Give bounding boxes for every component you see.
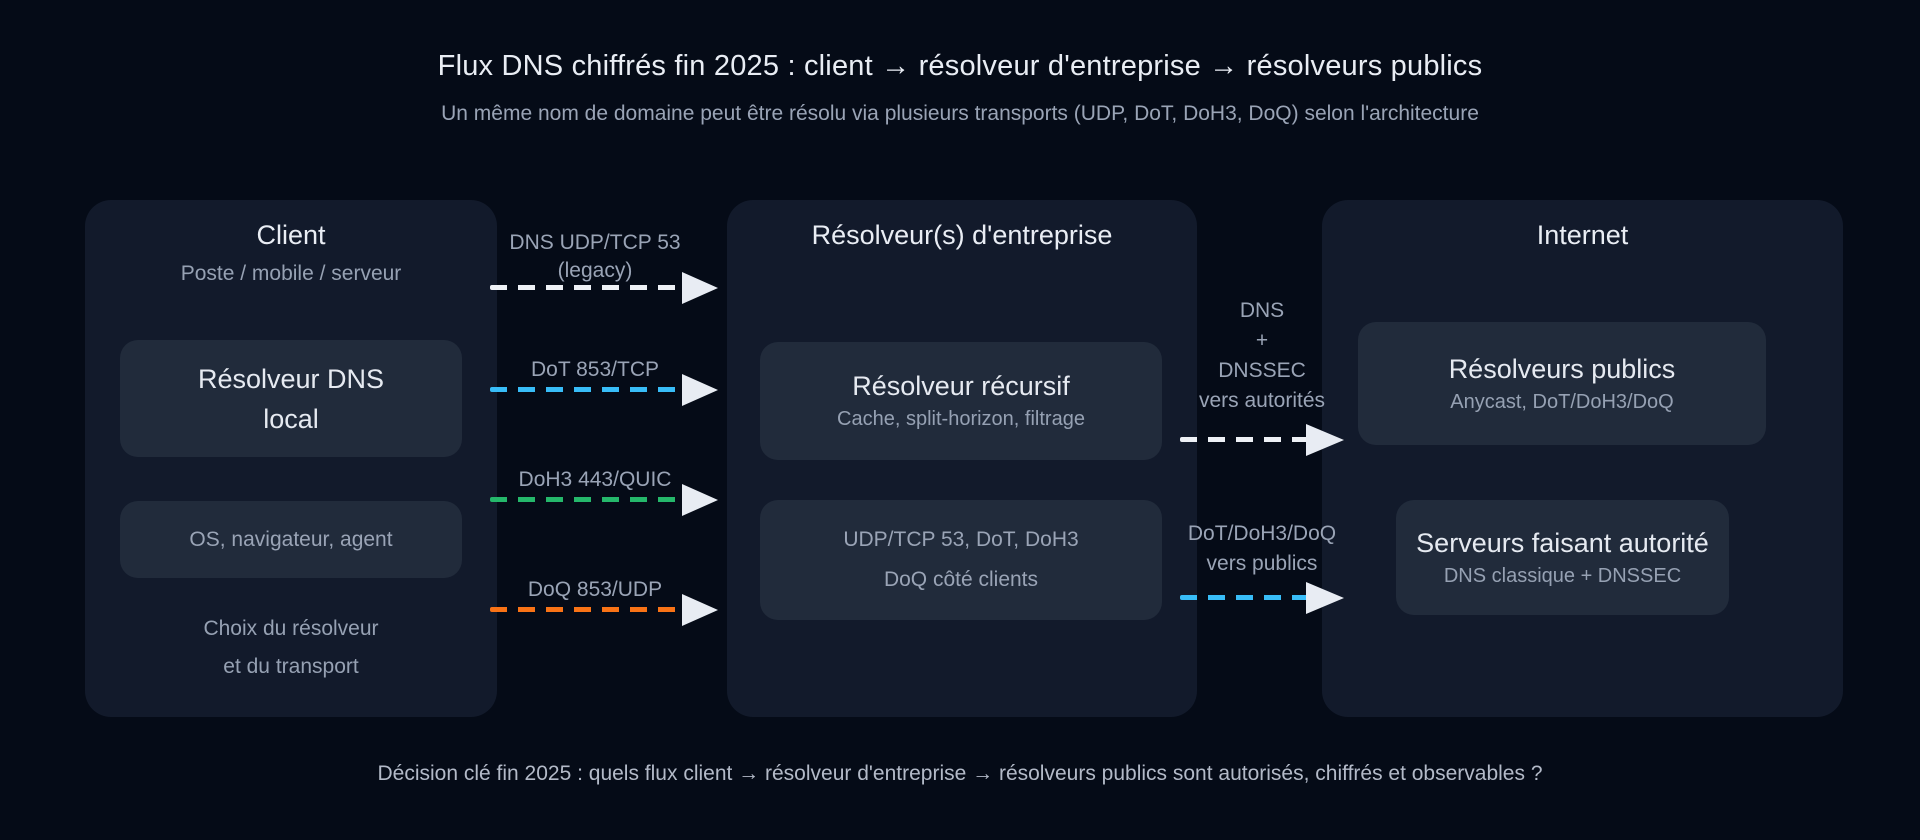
internet-public-resolvers-box: Résolveurs publics Anycast, DoT/DoH3/DoQ [1358,322,1766,445]
flow-doh3-label-line1: DoH3 443/QUIC [518,468,672,491]
flow-dns-dnssec-label-line2: + [1255,329,1269,352]
flow-dns-dnssec-label-line3: DNSSEC [1218,359,1306,382]
flow-dot-label-line1: DoT 853/TCP [531,358,659,381]
client-footer-line1: Choix du résolveur [203,617,379,640]
flow-doq-label-line1: DoQ 853/UDP [527,578,663,601]
enterprise-recursive-box: Résolveur récursif Cache, split-horizon,… [760,342,1162,460]
internet-public-resolvers-subtitle: Anycast, DoT/DoH3/DoQ [1450,390,1674,413]
flow-dot-label: DoT 853/TCP [475,358,715,382]
panel-enterprise: Résolveur(s) d'entreprise Résolveur récu… [727,200,1197,717]
panel-enterprise-title: Résolveur(s) d'entreprise [811,220,1113,250]
client-footer: Choix du résolveur et du transport [85,610,497,686]
enterprise-recursive-subtitle: Cache, split-horizon, filtrage [837,408,1085,430]
client-local-resolver-line2: local [263,403,319,434]
flow-dns-dnssec-label-line4: vers autorités [1198,389,1326,412]
flow-dot-line [490,387,684,392]
client-stack-label: OS, navigateur, agent [189,527,393,551]
page-subtitle: Un même nom de domaine peut être résolu … [441,102,1479,125]
flow-doh3-line [490,497,684,502]
flow-encrypted-publics-line [1180,595,1308,600]
client-stack-box: OS, navigateur, agent [120,501,462,578]
panel-internet: Internet Résolveurs publics Anycast, DoT… [1322,200,1843,717]
panel-client-title: Client [256,220,326,250]
panel-client: Client Poste / mobile / serveur Résolveu… [85,200,497,717]
client-local-resolver-box: Résolveur DNS local [120,340,462,457]
enterprise-recursive-title: Résolveur récursif [852,371,1070,401]
page-caption: Décision clé fin 2025 : quels flux clien… [377,762,1543,785]
client-local-resolver-line1: Résolveur DNS [197,363,385,394]
flow-encrypted-publics-label-line1: DoT/DoH3/DoQ [1187,522,1337,545]
flow-doq-label: DoQ 853/UDP [475,578,715,602]
flow-dns-dnssec-arrowhead-icon [1306,424,1344,456]
enterprise-transports-line2: DoQ côté clients [883,568,1039,591]
flow-dns-legacy-arrowhead-icon [682,272,718,304]
internet-authoritative-title: Serveurs faisant autorité [1416,527,1709,558]
panel-client-subtitle: Poste / mobile / serveur [180,262,402,285]
flow-dns-dnssec-label-line1: DNS [1239,299,1285,322]
page-title: Flux DNS chiffrés fin 2025 : client → ré… [437,50,1483,82]
flow-dns-dnssec-label: DNS + DNSSEC vers autorités [1157,296,1367,416]
flow-dns-legacy-label-line2: (legacy) [557,259,633,282]
panel-internet-title: Internet [1536,220,1629,250]
flow-encrypted-publics-label: DoT/DoH3/DoQ vers publics [1157,519,1367,579]
enterprise-transports-line1: UDP/TCP 53, DoT, DoH3 [843,528,1079,551]
flow-dns-legacy-label-line1: DNS UDP/TCP 53 [509,231,681,254]
flow-doq-arrowhead-icon [682,594,718,626]
internet-authoritative-subtitle: DNS classique + DNSSEC [1443,564,1682,587]
internet-authoritative-box: Serveurs faisant autorité DNS classique … [1396,500,1729,615]
flow-encrypted-publics-arrowhead-icon [1306,582,1344,614]
flow-doh3-label: DoH3 443/QUIC [475,468,715,492]
internet-public-resolvers-title: Résolveurs publics [1448,353,1676,384]
flow-dns-dnssec-line [1180,437,1308,442]
client-footer-line2: et du transport [223,655,359,678]
flow-dns-legacy-line [490,285,684,290]
flow-doq-line [490,607,684,612]
flow-doh3-arrowhead-icon [682,484,718,516]
flow-dot-arrowhead-icon [682,374,718,406]
enterprise-transports-box: UDP/TCP 53, DoT, DoH3 DoQ côté clients [760,500,1162,620]
flow-encrypted-publics-label-line2: vers publics [1206,552,1318,575]
flow-dns-legacy-label: DNS UDP/TCP 53 (legacy) [475,229,715,285]
